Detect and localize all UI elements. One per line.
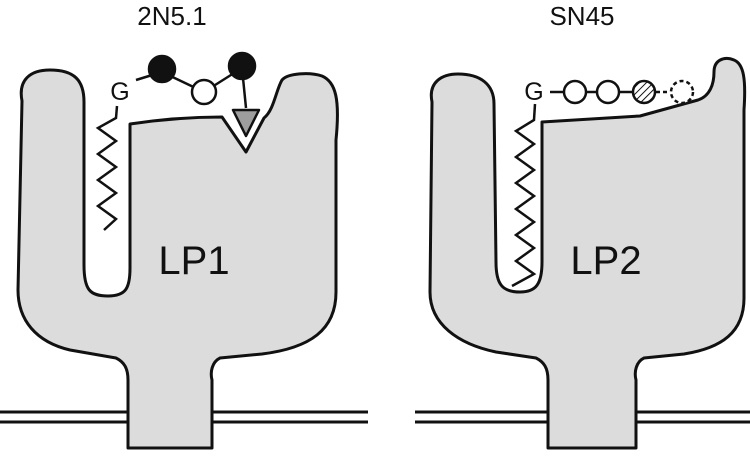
protein-lp2: [428, 57, 747, 450]
complex-title: SN45: [549, 1, 614, 31]
filled-circle-residue-icon: [147, 54, 177, 84]
open-circle-residue-icon: [595, 79, 621, 105]
complex-left: 2N5.1 LP1 G: [16, 1, 339, 450]
open-circle-residue-icon: [190, 78, 218, 106]
complex-title: 2N5.1: [137, 1, 206, 31]
complex-right: SN45 LP2 G: [428, 1, 747, 450]
open-circle-residue-icon: [562, 79, 588, 105]
hatched-circle-residue-icon: [631, 79, 657, 105]
dashed-circle-residue-icon: [669, 79, 695, 105]
protein-lp1: [16, 68, 339, 450]
lipid-tail-left: [95, 105, 119, 231]
anchor-g-label: G: [110, 78, 129, 106]
lipid-tail-right: [511, 103, 537, 288]
filled-circle-residue-icon: [227, 51, 257, 81]
anchor-g-label: G: [524, 78, 543, 106]
protein-label: LP1: [158, 239, 229, 283]
protein-label: LP2: [570, 239, 641, 283]
grey-triangle-residue-icon: [231, 108, 261, 138]
